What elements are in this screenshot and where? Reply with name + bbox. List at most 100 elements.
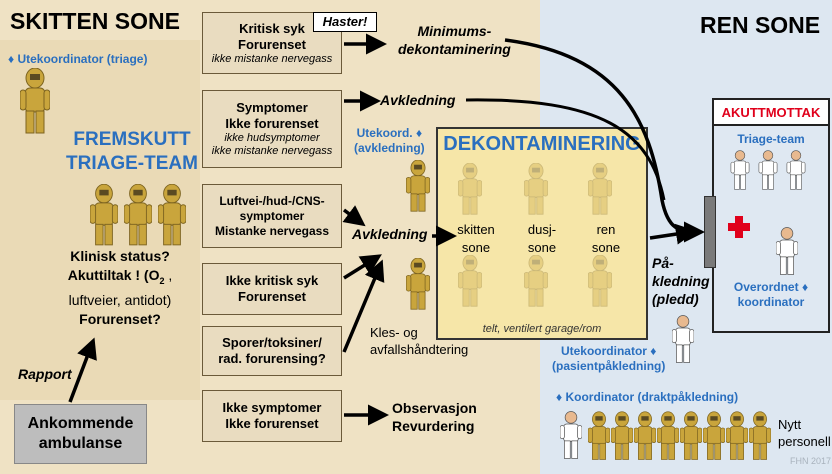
hazmat-person-icon [749, 411, 771, 460]
decon-station-clean: ren sone [584, 221, 628, 257]
observation-line1: Observasjon [392, 400, 477, 416]
hazmat-person-icon [524, 255, 548, 307]
category-box-not-critical-contaminated: Ikke kritisk syk Forurenset [202, 263, 342, 315]
category-title: Ikke forurenset [225, 116, 319, 131]
category-box-spores-toxins: Sporer/toksiner/ rad. forurensing? [202, 326, 342, 376]
decon-station-line2: sone [461, 240, 491, 255]
clean-person-icon [560, 411, 582, 459]
utekoord-avkledning-line1: Utekoord. ♦ [356, 126, 423, 140]
category-title: Mistanke nervegass [214, 223, 330, 238]
hazmat-person-icon [458, 255, 482, 307]
utekoord-avkledning-label: Utekoord. ♦ (avkledning) [354, 126, 425, 156]
decon-station-line1: dusj- [527, 222, 557, 237]
acute-measures-comma: , [164, 267, 173, 283]
observation-label: Observasjon Revurdering [392, 399, 477, 435]
acute-measures-text: Akuttiltak ! (O [67, 267, 160, 283]
redressing-line1: På- [652, 255, 674, 271]
minimum-decon-line1: Minimums- [417, 23, 492, 39]
decon-title: DEKONTAMINERING [443, 133, 641, 155]
category-title: Luftvei-/hud-/CNS- [219, 193, 325, 208]
hazmat-person-icon [158, 184, 186, 246]
category-sub: ikke mistanke nervegass [211, 52, 333, 65]
category-sub: ikke mistanke nervegass [211, 145, 333, 157]
er-title: AKUTTMOTTAK [714, 100, 828, 126]
hazmat-person-icon [124, 184, 152, 246]
decon-location-note: telt, ventilert garage/rom [482, 323, 602, 335]
utekoord-patient-label: Utekoordinator ♦ (pasientpåkledning) [552, 344, 665, 374]
er-triage-people [724, 150, 824, 192]
red-cross-icon [728, 216, 750, 238]
clean-person-icon [776, 227, 798, 275]
utekoord-patient-line2: (pasientpåkledning) [552, 359, 666, 373]
emergency-department-box: AKUTTMOTTAK Triage-team Overordnet ♦ koo… [712, 98, 830, 333]
new-personnel-label: Nytt personell [778, 416, 831, 450]
hazmat-person-icon [524, 163, 548, 215]
credit-text: FHN 2017 [790, 456, 832, 466]
suit-coordinator-label: ♦ Koordinator (draktpåkledning) [556, 390, 739, 404]
clean-person-icon [672, 315, 694, 363]
new-personnel-line2: personell [778, 434, 831, 449]
redressing-label: På- kledning (pledd) [652, 254, 710, 308]
category-title: Symptomer [236, 100, 308, 115]
urgent-badge: Haster! [313, 12, 377, 32]
hazmat-person-icon [657, 411, 679, 460]
ambulance-line2: ambulanse [38, 435, 123, 452]
triage-team-people [90, 184, 190, 248]
hazmat-person-icon [680, 411, 702, 460]
decontamination-area: DEKONTAMINERING skitten sone dusj- sone … [436, 127, 648, 340]
clean-zone-title: REN SONE [700, 12, 821, 38]
er-triage-team-label: Triage-team [737, 132, 805, 146]
er-coordinator-line1: Overordnet ♦ [733, 280, 809, 294]
triage-team-title-line2: TRIAGE-TEAM [66, 153, 198, 174]
utekoord-avkledning-line2: (avkledning) [354, 141, 425, 155]
category-title: Ikke symptomer [222, 400, 322, 415]
category-title: rad. forurensing? [218, 351, 326, 366]
decon-station-line2: sone [591, 240, 621, 255]
dirty-zone-title: SKITTEN SONE [10, 8, 180, 34]
acute-measures: Akuttiltak ! (O2 , [45, 266, 195, 291]
clothing-waste-line1: Kles- og [370, 325, 418, 340]
observation-line2: Revurdering [392, 418, 475, 434]
er-coordinator-line2: koordinator [737, 295, 805, 309]
decon-station-line1: skitten [457, 222, 495, 237]
category-sub: ikke hudsymptomer [224, 132, 320, 144]
hazmat-person-icon [703, 411, 725, 460]
minimum-decon-line2: dekontaminering [398, 41, 511, 57]
decon-station-line2: sone [527, 240, 557, 255]
er-entrance-door [704, 196, 716, 268]
hazmat-person-icon [588, 411, 610, 460]
hazmat-person-icon [611, 411, 633, 460]
new-personnel-line1: Nytt [778, 417, 802, 432]
er-coordinator-label: Overordnet ♦ koordinator [714, 280, 828, 310]
undressing-label-top: Avkledning [380, 92, 456, 108]
clinical-status-block: Klinisk status? Akuttiltak ! (O2 , luftv… [45, 247, 195, 329]
acute-measures-detail: luftveier, antidot) [68, 291, 172, 308]
category-title: Ikke forurenset [225, 416, 319, 431]
category-title: Forurenset [238, 289, 306, 304]
clean-person-icon [730, 150, 750, 190]
category-title: Kritisk syk [239, 20, 305, 36]
category-box-nerve-agent: Luftvei-/hud-/CNS- symptomer Mistanke ne… [202, 184, 342, 248]
decon-station-shower: dusj- sone [520, 221, 564, 257]
clinical-status-q: Klinisk status? [70, 248, 170, 264]
category-box-no-symptoms: Ikke symptomer Ikke forurenset [202, 390, 342, 442]
hazmat-person-icon [588, 255, 612, 307]
category-title: Forurenset [238, 36, 306, 52]
utekoord-patient-line1: Utekoordinator ♦ [560, 344, 657, 358]
hazmat-person-icon [20, 68, 50, 134]
hazmat-person-icon [588, 163, 612, 215]
triage-team-title-line1: FREMSKUTT [73, 129, 191, 150]
clothing-waste-line2: avfallshåndtering [370, 342, 469, 357]
hazmat-person-icon [458, 163, 482, 215]
decon-station-line1: ren [596, 222, 616, 237]
hazmat-person-icon [726, 411, 748, 460]
decon-station-dirty: skitten sone [454, 221, 498, 257]
category-title: Ikke kritisk syk [225, 273, 319, 288]
clean-person-icon [786, 150, 806, 190]
undressing-label-mid: Avkledning [352, 226, 428, 242]
category-box-symptoms-not-contaminated: Symptomer Ikke forurenset ikke hudsympto… [202, 90, 342, 168]
minimum-decon-label: Minimums- dekontaminering [398, 22, 511, 58]
utekoordinator-triage-label: ♦ Utekoordinator (triage) [8, 52, 148, 66]
hazmat-person-icon [406, 258, 430, 310]
